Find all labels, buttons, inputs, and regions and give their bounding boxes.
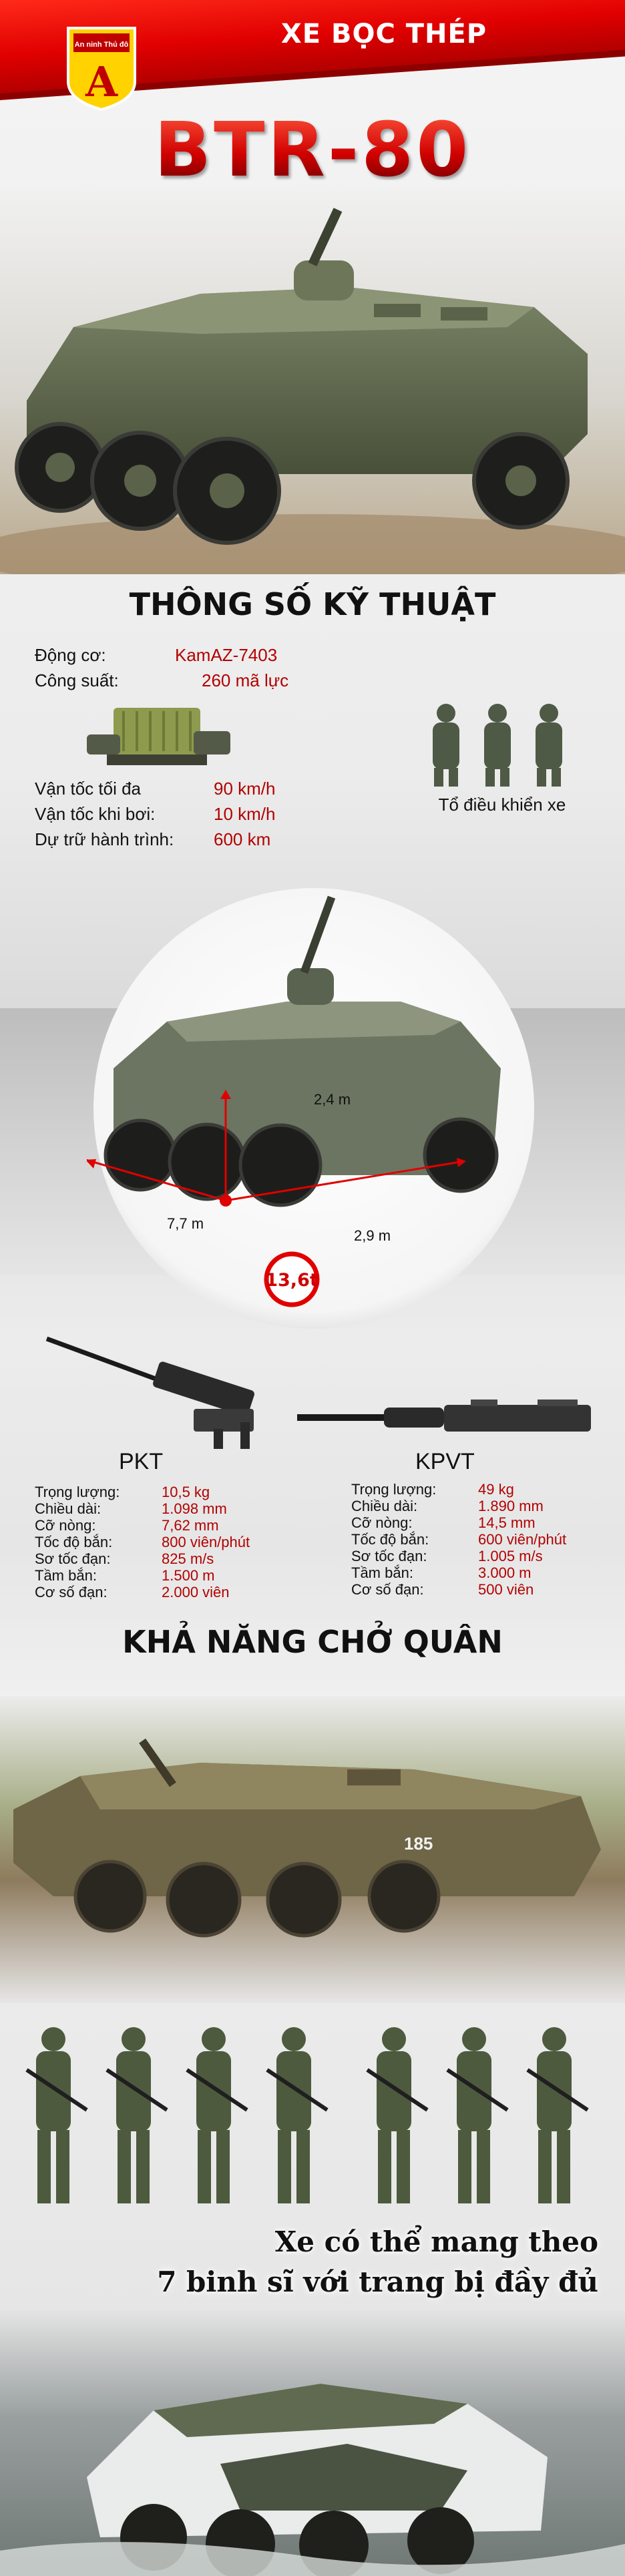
weapon-spec-value: 800 viên/phút — [162, 1534, 250, 1550]
spec-value: 90 km/h — [214, 779, 276, 799]
newspaper-logo[interactable]: An ninh Thủ đô A — [65, 25, 138, 112]
weapon-spec-row: Cỡ nòng: 7,62 mm — [35, 1517, 302, 1534]
weapon-spec-row: Tốc độ bắn: 600 viên/phút — [351, 1531, 618, 1548]
weapon-spec-label: Cơ số đạn: — [35, 1584, 108, 1600]
weapon-spec-value: 10,5 kg — [162, 1484, 210, 1500]
spec-label: Dự trữ hành trình: — [35, 829, 174, 849]
weapon-spec-label: Trọng lượng: — [35, 1484, 120, 1500]
weapon-spec-label: Trọng lượng: — [351, 1481, 437, 1498]
weapon-spec-value: 14,5 mm — [478, 1514, 536, 1531]
crew-label: Tổ điều khiển xe — [438, 795, 566, 815]
weapon-spec-row: Sơ tốc đạn: 825 m/s — [35, 1550, 302, 1567]
weapon-spec-label: Cơ số đạn: — [351, 1581, 424, 1598]
spec-value: 260 mã lực — [202, 670, 289, 690]
dimension-length: 7,7 m — [167, 1215, 204, 1232]
weapon-spec-label: Tốc độ bắn: — [351, 1531, 429, 1548]
weapon-spec-value: 2.000 viên — [162, 1584, 230, 1600]
speed-specs: Vận tốc tối đa 90 km/h Vận tốc khi bơi: … — [35, 776, 382, 852]
crew-image — [433, 704, 562, 787]
series-title: XE BỌC THÉP — [280, 19, 487, 49]
weapon-spec-value: 3.000 m — [478, 1564, 532, 1581]
weapon-spec-value: 600 viên/phút — [478, 1531, 567, 1548]
main-title: BTR-80 — [0, 107, 625, 194]
weapon-spec-row: Tầm bắn: 1.500 m — [35, 1567, 302, 1584]
weapon-spec-label: Tầm bắn: — [35, 1567, 97, 1584]
troop-caption: Xe có thể mang theo 7 binh sĩ với trang … — [157, 2222, 598, 2302]
weapon-name-pkt: PKT — [119, 1449, 164, 1474]
btr80-hero-image — [0, 180, 625, 574]
weapon-spec-label: Tốc độ bắn: — [35, 1534, 113, 1550]
weapon-spec-label: Cỡ nòng: — [351, 1514, 413, 1531]
weapon-spec-row: Trọng lượng: 49 kg — [351, 1481, 618, 1498]
weapon-spec-label: Cỡ nòng: — [35, 1517, 96, 1534]
soldiers-image — [25, 2027, 589, 2203]
spec-label: Vận tốc tối đa — [35, 779, 141, 799]
caption-line-2: 7 binh sĩ với trang bị đầy đủ — [157, 2266, 598, 2298]
weapon-spec-row: Trọng lượng: 10,5 kg — [35, 1484, 302, 1500]
weapon-spec-row: Chiều dài: 1.890 mm — [351, 1498, 618, 1514]
caption-line-1: Xe có thể mang theo — [274, 2225, 598, 2258]
engine-specs: Động cơ: KamAZ-7403 Công suất: 260 mã lự… — [35, 642, 329, 693]
spec-label: Công suất: — [35, 670, 119, 690]
weapon-spec-value: 1.005 m/s — [478, 1548, 543, 1564]
logo-letter: A — [85, 57, 118, 106]
kpvt-machine-gun-image — [297, 1400, 591, 1432]
kpvt-specs-table: Trọng lượng: 49 kg Chiều dài: 1.890 mm Cỡ … — [351, 1481, 618, 1598]
weapon-spec-value: 1.098 mm — [162, 1500, 227, 1517]
weapon-spec-row: Cỡ nòng: 14,5 mm — [351, 1514, 618, 1531]
weapon-spec-label: Chiều dài: — [351, 1498, 418, 1514]
spec-row-engine: Động cơ: KamAZ-7403 — [35, 642, 329, 668]
vehicle-number: 185 — [404, 1834, 433, 1854]
weapon-spec-label: Sơ tốc đạn: — [35, 1550, 111, 1567]
engine-image — [87, 708, 230, 765]
weapon-spec-row: Tầm bắn: 3.000 m — [351, 1564, 618, 1581]
weapon-spec-value: 1.890 mm — [478, 1498, 544, 1514]
weapon-spec-value: 49 kg — [478, 1481, 514, 1498]
dimensions-diagram: 2,4 m 7,7 m 2,9 m 13,6t — [87, 888, 534, 1329]
logo-text: An ninh Thủ đô — [75, 41, 129, 49]
weapon-spec-value: 825 m/s — [162, 1550, 214, 1567]
weapon-spec-row: Sơ tốc đạn: 1.005 m/s — [351, 1548, 618, 1564]
troop-section-title: KHẢ NĂNG CHỞ QUÂN — [122, 1624, 503, 1660]
weapon-spec-row: Cơ số đạn: 500 viên — [351, 1581, 618, 1598]
spec-row-range: Dự trữ hành trình: 600 km — [35, 827, 382, 852]
weapon-spec-label: Chiều dài: — [35, 1500, 101, 1517]
weapon-name-kpvt: KPVT — [415, 1449, 475, 1474]
weapon-spec-label: Tầm bắn: — [351, 1564, 413, 1581]
spec-row-power: Công suất: 260 mã lực — [35, 668, 329, 693]
spec-label: Vận tốc khi bơi: — [35, 804, 156, 824]
dimension-width: 2,9 m — [354, 1227, 391, 1244]
dimension-height: 2,4 m — [314, 1091, 351, 1108]
weapon-spec-label: Sơ tốc đạn: — [351, 1548, 427, 1564]
specs-section-title: THÔNG SỐ KỸ THUẬT — [129, 586, 496, 622]
pkt-machine-gun-image — [45, 1336, 254, 1449]
spec-row-swim-speed: Vận tốc khi bơi: 10 km/h — [35, 801, 382, 827]
weight-badge: 13,6t — [265, 1270, 319, 1291]
spec-value: 10 km/h — [214, 804, 276, 824]
weapon-spec-value: 500 viên — [478, 1581, 534, 1598]
spec-value: KamAZ-7403 — [175, 645, 278, 665]
weapon-spec-value: 1.500 m — [162, 1567, 215, 1584]
spec-label: Động cơ: — [35, 645, 106, 665]
weapon-spec-row: Tốc độ bắn: 800 viên/phút — [35, 1534, 302, 1550]
btr80-water-image — [0, 2310, 625, 2576]
btr80-field-image: 185 — [0, 1696, 625, 2003]
spec-value: 600 km — [214, 829, 271, 849]
weapon-spec-row: Cơ số đạn: 2.000 viên — [35, 1584, 302, 1600]
weapon-spec-value: 7,62 mm — [162, 1517, 219, 1534]
pkt-specs-table: Trọng lượng: 10,5 kg Chiều dài: 1.098 mm C… — [35, 1484, 302, 1600]
weapon-spec-row: Chiều dài: 1.098 mm — [35, 1500, 302, 1517]
spec-row-max-speed: Vận tốc tối đa 90 km/h — [35, 776, 382, 801]
